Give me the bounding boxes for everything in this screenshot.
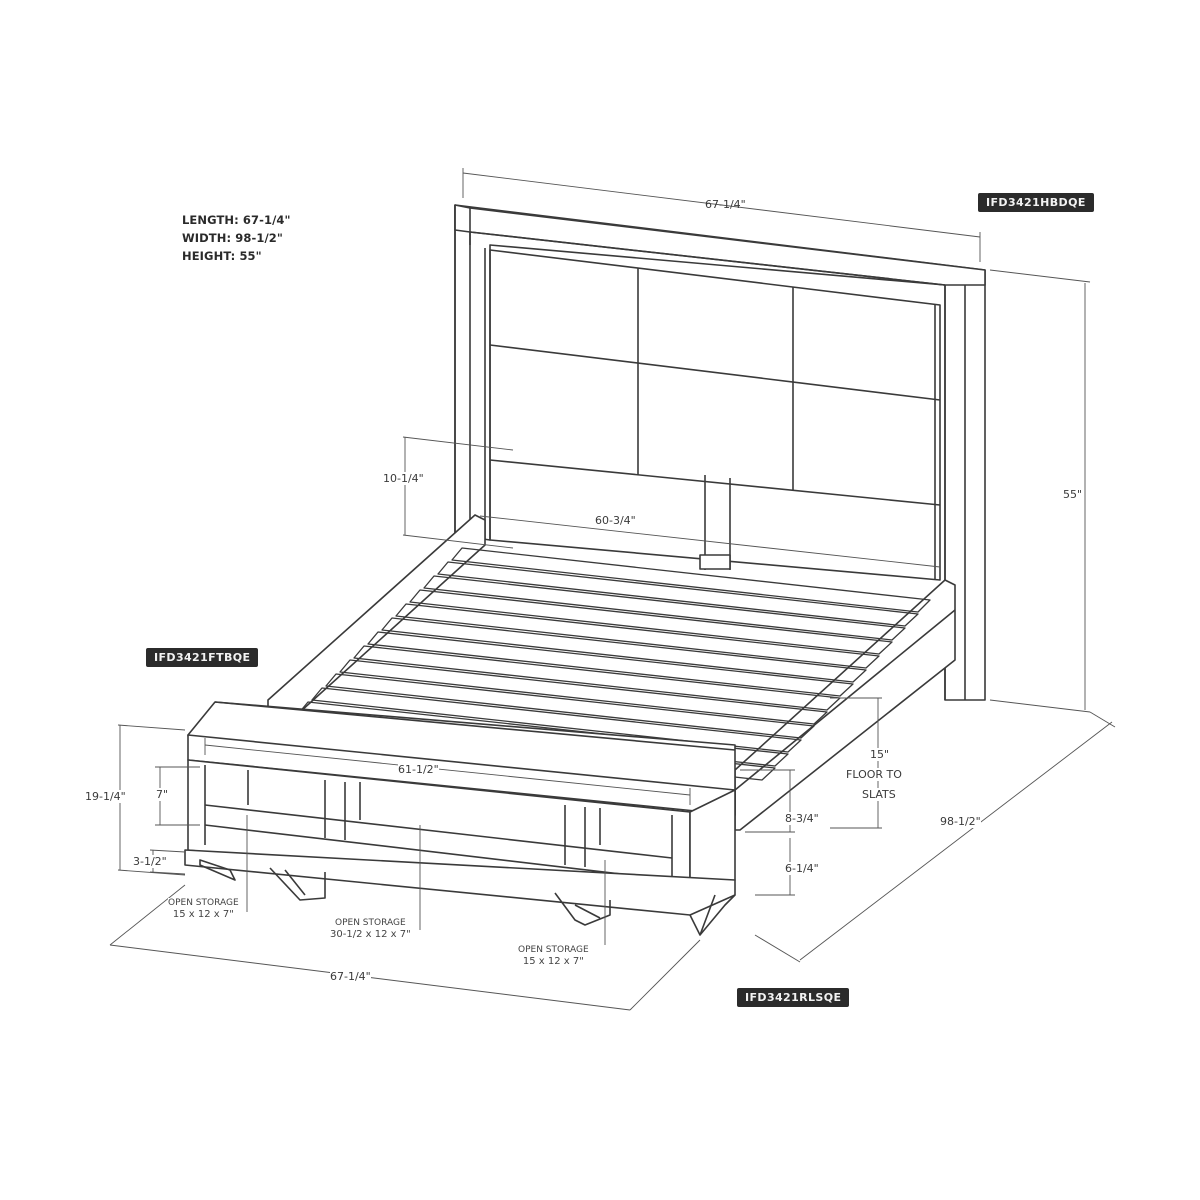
dim-panel-gap: 10-1/4": [383, 472, 424, 485]
dim-storage-height: 7": [156, 788, 169, 801]
dim-floor-to-slats-label-1: FLOOR TO: [846, 768, 902, 781]
tag-rails: IFD3421RLSQE: [737, 988, 850, 1007]
dim-floor-to-slats: 15": [870, 748, 890, 761]
dim-rail-clearance: 6-1/4": [785, 862, 819, 875]
spec-width: WIDTH: 98-1/2": [182, 231, 283, 245]
storage-note-center: OPEN STORAGE 30-1/2 x 12 x 7": [330, 918, 411, 940]
dim-footboard-width: 67-1/4": [330, 970, 371, 983]
dim-footboard-inner-width: 61-1/2": [398, 763, 439, 776]
storage-note-title: OPEN STORAGE: [518, 945, 589, 955]
storage-note-left: OPEN STORAGE 15 x 12 x 7": [168, 898, 239, 920]
dim-rail-height: 8-3/4": [785, 812, 819, 825]
dim-footboard-leg: 3-1/2": [133, 855, 167, 868]
storage-note-size: 15 x 12 x 7": [172, 909, 234, 920]
dim-overall-height: 55": [1063, 488, 1083, 501]
spec-length: LENGTH: 67-1/4": [182, 213, 291, 227]
storage-note-right: OPEN STORAGE 15 x 12 x 7": [518, 945, 589, 967]
spec-height: HEIGHT: 55": [182, 249, 262, 263]
dim-inner-width: 60-3/4": [595, 514, 636, 527]
tag-headboard: IFD3421HBDQE: [978, 193, 1094, 212]
dim-headboard-width: 67-1/4": [705, 198, 746, 211]
tag-footboard: IFD3421FTBQE: [146, 648, 259, 667]
storage-note-title: OPEN STORAGE: [168, 898, 239, 908]
storage-note-title: OPEN STORAGE: [335, 918, 406, 928]
storage-note-size: 30-1/2 x 12 x 7": [330, 929, 411, 940]
storage-note-size: 15 x 12 x 7": [522, 956, 584, 967]
dim-floor-to-slats-label-2: SLATS: [862, 788, 896, 801]
dim-overall-length: 98-1/2": [940, 815, 981, 828]
dim-footboard-height: 19-1/4": [85, 790, 126, 803]
